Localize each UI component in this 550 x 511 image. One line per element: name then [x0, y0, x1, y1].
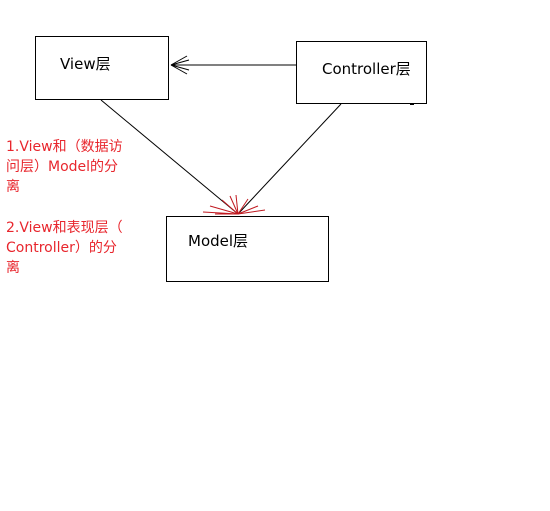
note-1-line-1: 1.View和（数据访: [6, 139, 123, 155]
arrow-view-to-model: [100, 99, 239, 215]
view-layer-box: View层: [35, 36, 169, 100]
note-2-line-2: Controller）的分: [6, 240, 117, 256]
arrow-controller-to-view: [170, 55, 296, 75]
model-arrowhead: [202, 194, 266, 215]
note-view-controller-separation: 2.View和表现层（ Controller）的分 离: [6, 218, 136, 278]
model-layer-box: Model层: [166, 216, 329, 282]
note-1-line-3: 离: [6, 179, 20, 195]
note-1-line-2: 问层）Model的分: [6, 159, 119, 175]
note-2-line-3: 离: [6, 260, 20, 276]
model-layer-label: Model层: [188, 232, 249, 250]
note-2-line-1: 2.View和表现层（: [6, 220, 123, 236]
arrow-controller-to-model: [237, 103, 342, 215]
note-view-model-separation: 1.View和（数据访 问层）Model的分 离: [6, 137, 136, 197]
view-layer-label: View层: [60, 55, 111, 73]
controller-layer-box: Controller层: [296, 41, 427, 104]
controller-layer-label: Controller层: [322, 60, 411, 78]
